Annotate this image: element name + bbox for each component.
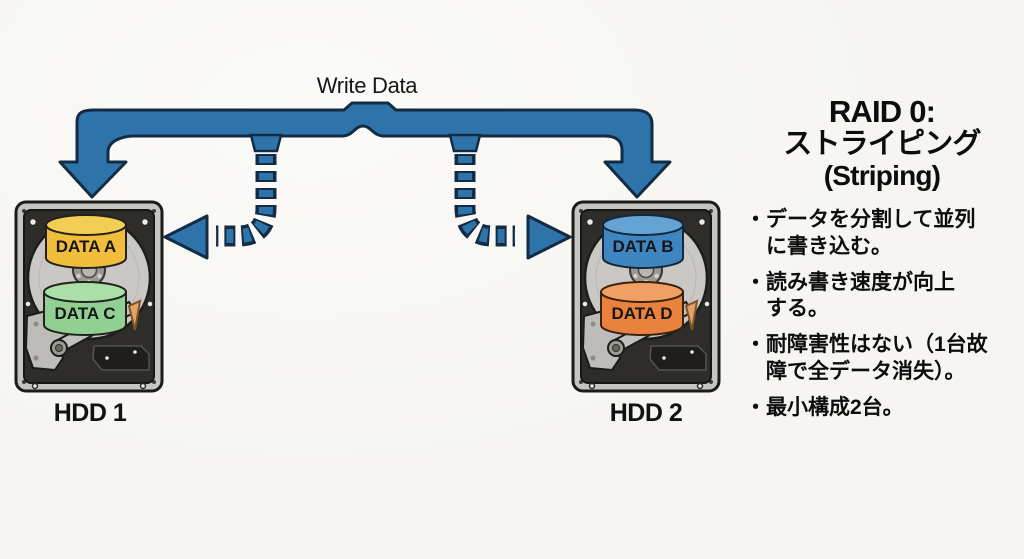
- hdd1-data-c-label: DATA C: [54, 304, 115, 323]
- hdd1-data-a-cylinder: [45, 224, 127, 269]
- panel-title-line1: RAID 0:: [828, 94, 936, 129]
- hdd2-data-d-label: DATA D: [611, 304, 672, 323]
- panel-title-line3: (Striping): [823, 159, 941, 191]
- bullet-item: ・最小構成2台。: [745, 396, 904, 420]
- hdd2-data-b-label: DATA B: [612, 237, 673, 256]
- panel-title-line2: ストライピング: [783, 128, 981, 161]
- striped-arrow-left: [216, 154, 273, 243]
- striped-arrowhead-right: [526, 214, 572, 260]
- hdd1-label: HDD 1: [53, 399, 127, 427]
- hdd2-label: HDD 2: [609, 399, 683, 427]
- striped-arrowhead-left: [163, 214, 209, 260]
- hdd2-data-b-top: [602, 214, 684, 236]
- bullet-item: ・耐障害性はない（1台故 障で全データ消失）。: [745, 333, 988, 384]
- hdd1-data-a-top: [45, 214, 127, 236]
- panel-title: RAID 0: ストライピング (Striping): [741, 94, 1023, 192]
- stripe-connector-right: [448, 133, 482, 153]
- hdd2-data-b-cylinder: [602, 224, 684, 269]
- write-data-pipe: [58, 101, 672, 199]
- bullet-list: ・データを分割して並列 に書き込む。 ・読み書き速度が向上 する。 ・耐障害性は…: [741, 207, 1023, 422]
- hdd2-data-d-top: [600, 281, 684, 303]
- striped-arrow-right: [458, 154, 515, 243]
- write-data-label: Write Data: [316, 73, 418, 98]
- hdd2-data-d-cylinder: [600, 291, 684, 336]
- bullet-item: ・データを分割して並列 に書き込む。: [745, 207, 976, 258]
- hdd2-platters: DATA B DATA D: [600, 214, 684, 336]
- hdd1-platters: DATA A DATA C: [43, 214, 127, 336]
- info-panel: RAID 0: ストライピング (Striping) ・データを分割して並列 に…: [741, 94, 1023, 431]
- hdd1-data-c-cylinder: [43, 291, 127, 336]
- hdd1-data-a-label: DATA A: [56, 237, 116, 256]
- hdd1-data-c-top: [43, 281, 127, 303]
- bullet-item: ・読み書き速度が向上 する。: [745, 270, 955, 321]
- stripe-connector-left: [249, 133, 283, 153]
